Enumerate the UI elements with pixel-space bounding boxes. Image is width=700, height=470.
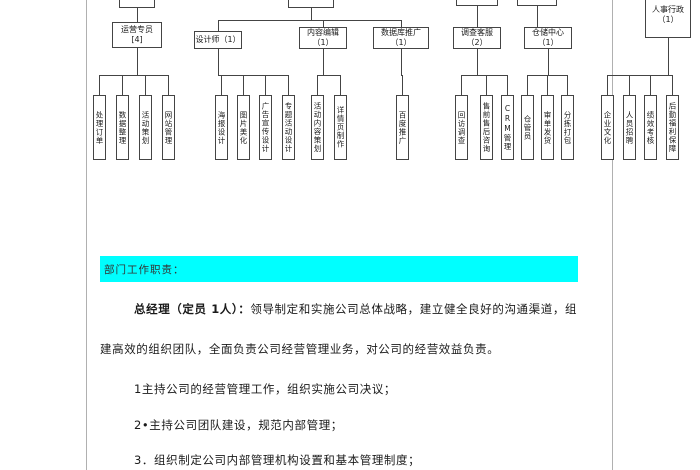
connector-line: [311, 8, 312, 20]
connector-line: [288, 75, 289, 95]
org-chart: 运营专员[4] 处理订单数据整理活动策划网站管理 设计师（1） 海报设计图片美化广告宣…: [0, 0, 700, 200]
org-role-box: 专题活动设计: [282, 95, 295, 160]
cutoff-box: [288, 0, 334, 8]
org-dept-label: （1）: [312, 38, 334, 47]
page-border-right: [612, 0, 613, 470]
connector-line: [402, 75, 403, 95]
connector-line: [548, 49, 549, 75]
connector-line: [486, 75, 487, 95]
connector-line: [401, 49, 402, 75]
connector-line: [317, 75, 341, 76]
paragraph-duty-3: 3．组织制定公司内部管理机构设置和基本管理制度；: [134, 453, 421, 467]
paragraph-text: 领导制定和实施公司总体战略，建立健全良好的沟通渠道，组: [250, 302, 578, 316]
org-role-box: 绩效考核: [644, 95, 657, 160]
connector-line: [168, 75, 169, 95]
connector-line: [401, 20, 402, 27]
org-role-box: 售前售后咨询: [480, 95, 493, 160]
connector-line: [461, 75, 508, 76]
section-heading-highlight: 部门工作职责：: [100, 256, 578, 282]
paragraph-duty-1: 1主持公司的经营管理工作，组织实施公司决议；: [134, 382, 397, 396]
paragraph-duty-2: 2•主持公司团队建设，规范内部管理；: [134, 418, 343, 432]
paragraph-general-manager: 总经理（定员 1人）：领导制定和实施公司总体战略，建立健全良好的沟通渠道，组: [134, 301, 577, 317]
connector-line: [323, 20, 324, 27]
connector-line: [317, 75, 318, 95]
connector-line: [218, 49, 219, 75]
cutoff-box: [119, 0, 155, 8]
org-dept-box: 内容编辑（1）: [299, 27, 347, 49]
org-dept-box: 仓储中心（1）: [524, 27, 572, 49]
connector-line: [243, 75, 244, 95]
org-dept-box: 数据库推广（1）: [373, 27, 429, 49]
org-dept-box: 运营专员[4]: [112, 22, 162, 48]
connector-line: [99, 75, 169, 76]
org-dept-box: 人事行政（1）: [645, 0, 691, 38]
cutoff-box: [456, 0, 498, 6]
org-dept-box: 调查客服（2）: [453, 27, 501, 49]
connector-line: [265, 75, 266, 95]
paragraph-lead: 总经理（定员 1人）：: [134, 302, 251, 316]
org-dept-label: 人事行政: [652, 5, 684, 14]
org-role-box: 海报设计: [215, 95, 228, 160]
connector-line: [567, 75, 568, 95]
connector-line: [527, 75, 528, 95]
org-role-box: 企业文化: [601, 95, 614, 160]
org-dept-label: 设计师（1）: [195, 35, 241, 44]
connector-line: [323, 49, 324, 75]
org-role-box: 活动策划: [139, 95, 152, 160]
connector-line: [99, 75, 100, 95]
connector-line: [122, 75, 123, 95]
org-role-box: CRM管理: [501, 95, 514, 160]
connector-line: [672, 75, 673, 95]
connector-line: [547, 75, 548, 95]
connector-line: [340, 75, 341, 95]
org-dept-label: [4]: [131, 35, 143, 44]
org-role-box: 回访调查: [455, 95, 468, 160]
org-dept-box: 设计师（1）: [194, 31, 242, 49]
cutoff-box: [517, 0, 557, 6]
connector-line: [537, 6, 538, 27]
org-role-box: 人员招聘: [623, 95, 636, 160]
org-role-box: 后勤福利保障: [666, 95, 679, 160]
org-role-box: 活动内容策划: [311, 95, 324, 160]
org-role-box: 详情页制作: [334, 95, 347, 160]
connector-line: [477, 49, 478, 75]
org-dept-label: （1）: [537, 38, 559, 47]
section-heading-text: 部门工作职责：: [104, 263, 185, 276]
connector-line: [218, 20, 402, 21]
connector-line: [477, 6, 478, 27]
org-role-box: 数据整理: [116, 95, 129, 160]
paragraph-continuation: 建高效的组织团队，全面负责公司经营管理业务，对公司的经营效益负责。: [100, 342, 500, 356]
org-dept-label: （1）: [657, 15, 679, 24]
org-dept-label: （1）: [390, 38, 412, 47]
connector-line: [145, 75, 146, 95]
connector-line: [218, 75, 289, 76]
org-role-box: 审单发货: [541, 95, 554, 160]
page-border-left: [86, 0, 87, 470]
org-role-box: 仓管员: [521, 95, 534, 160]
org-role-box: 分拣打包: [561, 95, 574, 160]
connector-line: [137, 48, 138, 75]
connector-line: [507, 75, 508, 95]
connector-line: [650, 75, 651, 95]
org-role-box: 图片美化: [237, 95, 250, 160]
org-dept-label: 运营专员: [121, 25, 153, 34]
connector-line: [629, 75, 630, 95]
connector-line: [607, 75, 673, 76]
connector-line: [137, 8, 138, 22]
org-role-box: 网站管理: [162, 95, 175, 160]
org-dept-label: （2）: [466, 38, 488, 47]
org-role-box: 广告宣传设计: [259, 95, 272, 160]
connector-line: [607, 75, 608, 95]
org-role-box: 百度推广: [396, 95, 409, 160]
org-dept-label: 数据库推广: [381, 28, 421, 37]
connector-line: [221, 75, 222, 95]
org-role-box: 处理订单: [93, 95, 106, 160]
org-dept-label: 内容编辑: [307, 28, 339, 37]
connector-line: [218, 20, 219, 31]
org-dept-label: 仓储中心: [532, 28, 564, 37]
connector-line: [461, 75, 462, 95]
connector-line: [668, 38, 669, 75]
org-dept-label: 调查客服: [461, 28, 493, 37]
